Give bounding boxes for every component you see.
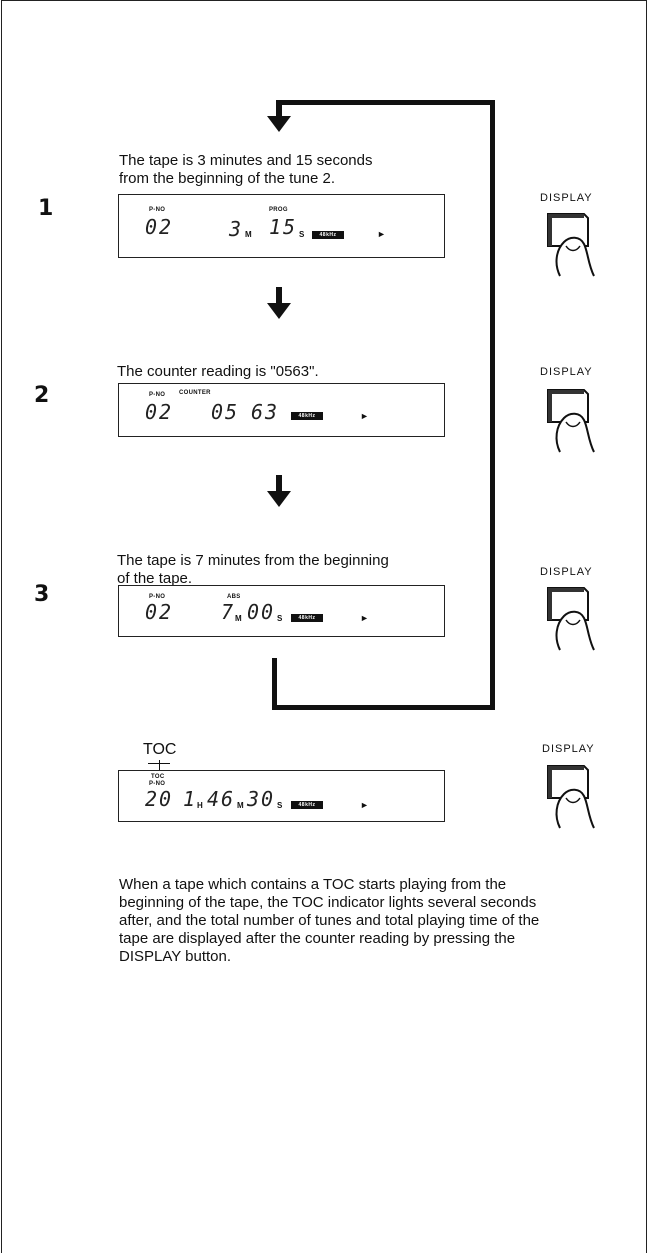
lcd-display-toc: TOC P-NO 20 1 H 46 M 30 S 48kHz ► <box>118 770 445 822</box>
lcd-track: 02 <box>145 400 174 424</box>
lcd-label-pno: P-NO <box>149 594 166 600</box>
lcd-hours: 1 <box>183 787 198 811</box>
play-indicator-icon: ► <box>377 229 386 239</box>
lcd-display-2: P-NO COUNTER 02 05 63 48kHz ► <box>118 383 445 437</box>
step-3-number: 3 <box>34 582 50 607</box>
display-button-label: DISPLAY <box>540 366 593 378</box>
lcd-total-tunes: 20 <box>145 787 174 811</box>
lcd-seconds: 00 <box>247 600 276 624</box>
lcd-sample-rate: 48kHz <box>291 412 323 420</box>
lcd-label-pno: P-NO <box>149 392 166 398</box>
lcd-unit-h: H <box>197 801 203 810</box>
lcd-minutes: 3 <box>229 217 244 241</box>
play-indicator-icon: ► <box>360 800 369 810</box>
lcd-label-toc: TOC <box>151 774 165 780</box>
down-arrow-icon <box>267 475 291 507</box>
lcd-unit-s: S <box>277 614 283 623</box>
lcd-label-mode: ABS <box>227 594 241 600</box>
step-3-caption-line2: of the tape. <box>117 570 193 587</box>
step-3-caption-line1: The tape is 7 minutes from the beginning <box>117 552 389 569</box>
lcd-minutes: 46 <box>207 787 236 811</box>
step-1-caption: The tape is 3 minutes and 15 seconds fro… <box>119 152 479 188</box>
step-3-caption: The tape is 7 minutes from the beginning… <box>117 552 477 588</box>
down-arrow-icon <box>267 100 291 132</box>
display-button-finger-icon[interactable] <box>540 206 604 278</box>
lcd-seconds: 30 <box>247 787 276 811</box>
display-button-finger-icon[interactable] <box>540 382 604 454</box>
lcd-label-pno: P-NO <box>149 207 166 213</box>
step-1-number: 1 <box>38 196 54 221</box>
toc-callout-line <box>159 760 160 774</box>
lcd-unit-m: M <box>235 614 242 623</box>
display-button-finger-icon[interactable] <box>540 758 604 830</box>
step-2-caption-line1: The counter reading is "0563". <box>117 363 319 380</box>
lcd-seconds: 15 <box>269 215 298 239</box>
display-button-label: DISPLAY <box>540 192 593 204</box>
step-2-number: 2 <box>34 383 50 408</box>
flow-line-right <box>490 100 495 710</box>
lcd-track: 02 <box>145 215 174 239</box>
step-1-caption-line1: The tape is 3 minutes and 15 seconds <box>119 152 373 169</box>
play-indicator-icon: ► <box>360 613 369 623</box>
down-arrow-icon <box>267 287 291 319</box>
lcd-label-mode: PROG <box>269 207 288 213</box>
lcd-unit-m: M <box>245 230 252 239</box>
lcd-counter-high: 05 <box>211 400 240 424</box>
flow-line-top <box>280 100 495 105</box>
lcd-display-3: P-NO ABS 02 7 M 00 S 48kHz ► <box>118 585 445 637</box>
toc-explanation-text: When a tape which contains a TOC starts … <box>119 876 540 965</box>
lcd-counter-low: 63 <box>251 400 280 424</box>
display-button-finger-icon[interactable] <box>540 580 604 652</box>
lcd-sample-rate: 48kHz <box>291 801 323 809</box>
lcd-display-1: P-NO PROG 02 3 M 15 S 48kHz ► <box>118 194 445 258</box>
step-2-caption: The counter reading is "0563". <box>117 363 477 381</box>
display-button-label: DISPLAY <box>540 566 593 578</box>
toc-callout-tick <box>148 763 170 764</box>
lcd-unit-s: S <box>277 801 283 810</box>
lcd-unit-m: M <box>237 801 244 810</box>
lcd-sample-rate: 48kHz <box>312 231 344 239</box>
toc-callout-label: TOC <box>143 741 177 758</box>
lcd-label-pno: P-NO <box>149 781 166 787</box>
flow-line-bottom <box>272 705 495 710</box>
lcd-minutes: 7 <box>221 600 236 624</box>
step-1-caption-line2: from the beginning of the tune 2. <box>119 170 335 187</box>
lcd-track: 02 <box>145 600 174 624</box>
play-indicator-icon: ► <box>360 411 369 421</box>
lcd-unit-s: S <box>299 230 305 239</box>
lcd-sample-rate: 48kHz <box>291 614 323 622</box>
flow-line-left-stub <box>272 658 277 710</box>
lcd-label-mode: COUNTER <box>179 390 211 396</box>
display-button-label: DISPLAY <box>542 743 595 755</box>
